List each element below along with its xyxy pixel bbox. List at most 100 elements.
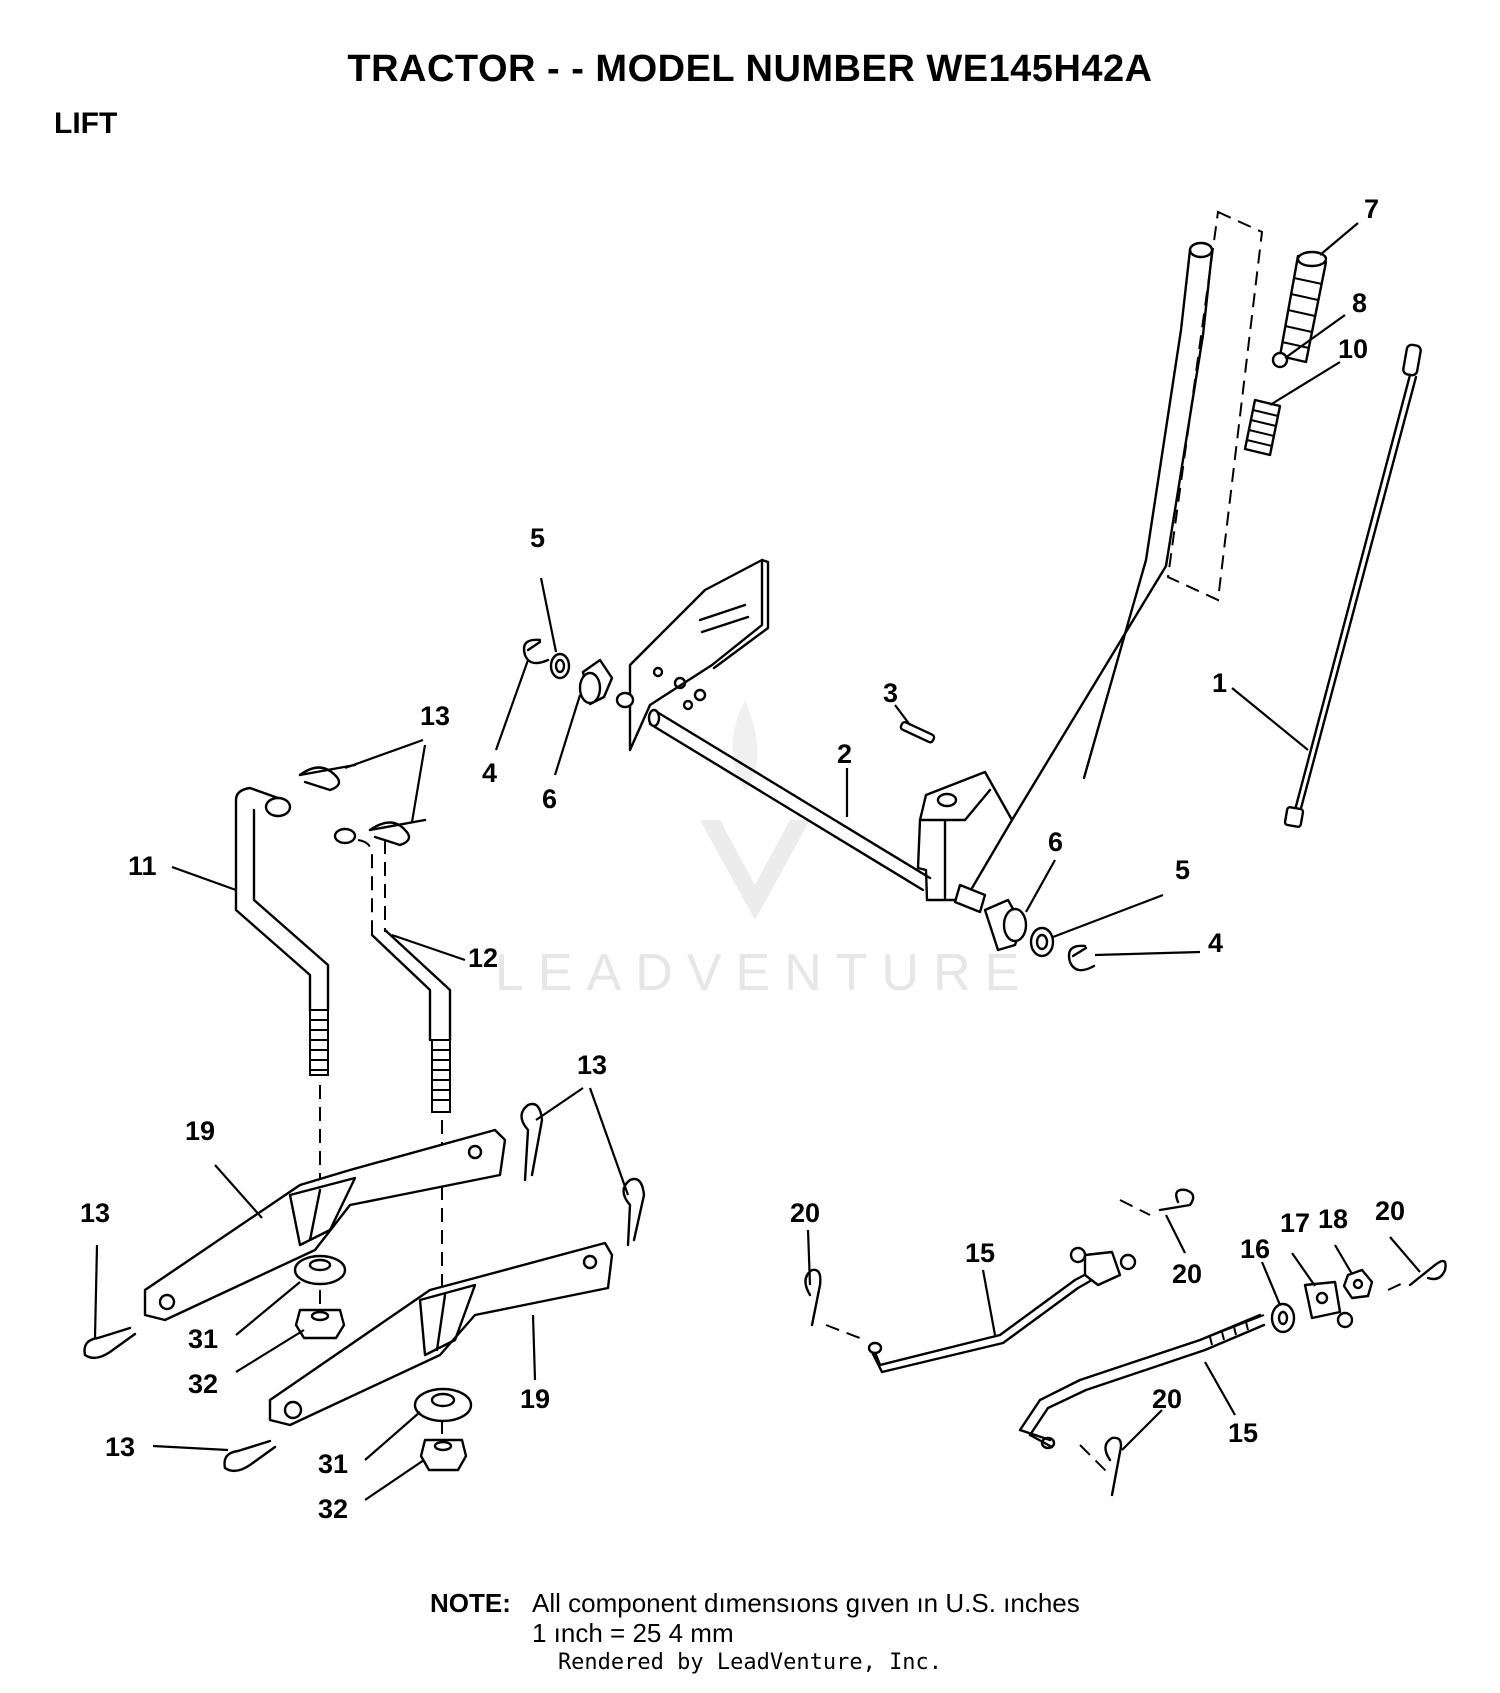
bracket-hole	[936, 792, 958, 808]
link-12-thread	[431, 1039, 451, 1113]
leader-15-upper	[981, 1269, 997, 1336]
arm-19-lower-hole-rear	[582, 1254, 598, 1270]
leader-16	[1260, 1261, 1282, 1306]
nut-32-upper-hole	[310, 1310, 330, 1322]
part-18-nut	[1342, 1268, 1374, 1300]
part-7-grip	[1278, 250, 1328, 364]
part-31-washer-upper	[293, 1254, 347, 1286]
clip-20-right	[1408, 1259, 1447, 1287]
callout-13-mid: 13	[577, 1050, 607, 1080]
part-10-spring	[1243, 398, 1282, 457]
watermark-text: LEADVENTURE	[495, 944, 1033, 1002]
arm-19-upper-body	[143, 1128, 507, 1322]
callout-13-top: 13	[420, 701, 450, 731]
clip-20-top	[1158, 1188, 1195, 1212]
note-line-1: All component dımensıons gıven ın U.S. ı…	[532, 1588, 1080, 1618]
page-title: TRACTOR - - MODEL NUMBER WE145H42A	[347, 48, 1153, 90]
plate-hole-2	[673, 676, 687, 690]
callout-31-lower: 31	[318, 1449, 348, 1479]
part-4-clip-right	[1067, 944, 1096, 972]
clip-13-bottom	[223, 1439, 277, 1473]
block-17-bolt	[1336, 1311, 1354, 1329]
part-16-washer	[1270, 1302, 1296, 1334]
plate-body	[628, 558, 764, 752]
leader-20-top	[1165, 1214, 1186, 1254]
part-6-bushing-left-face	[578, 671, 602, 705]
callout-20-top: 20	[1172, 1259, 1202, 1289]
leader-13-top-a	[344, 738, 424, 770]
leader-13-bottom	[152, 1444, 229, 1452]
lift-handle-top	[1188, 241, 1214, 259]
washer-31-lower-hole	[430, 1392, 456, 1408]
callout-17: 17	[1280, 1208, 1310, 1238]
watermark: LEADVENTURE	[495, 700, 1033, 1002]
hairpin-clips-13	[83, 763, 646, 1473]
part-19-lift-arm-lower	[268, 1241, 614, 1427]
part-11-lift-link	[234, 786, 330, 1076]
callout-19-lower: 19	[520, 1384, 550, 1414]
handle-phantom-outline	[1166, 210, 1264, 602]
arm-19-lower-hole-front	[283, 1400, 303, 1420]
leader-3	[894, 704, 911, 726]
leader-19-upper	[214, 1164, 263, 1219]
part-17-block	[1303, 1280, 1354, 1329]
leader-31-lower	[364, 1411, 421, 1461]
part-1-rod	[1283, 343, 1422, 828]
leader-20-right	[1389, 1236, 1421, 1273]
rod-15-lower-body	[1018, 1313, 1266, 1437]
dimension-note: NOTE: All component dımensıons gıven ın U…	[430, 1588, 1080, 1648]
part-15-rod-lower	[1018, 1313, 1266, 1450]
callout-20-right: 20	[1375, 1196, 1405, 1226]
leader-13-mid-a	[535, 1087, 584, 1121]
callout-11: 11	[128, 851, 157, 881]
block-17-hole	[1315, 1291, 1329, 1305]
clip-20-bottom	[1104, 1436, 1123, 1497]
callout-2: 2	[837, 739, 852, 769]
arm-19-upper-channel	[288, 1176, 357, 1247]
rod-15-upper-nut	[1069, 1246, 1087, 1264]
clip-13-top-2	[368, 818, 427, 847]
nut-18-body	[1342, 1268, 1374, 1300]
part-3-pin	[899, 720, 936, 744]
callout-5-left: 5	[530, 523, 545, 553]
rod-15-upper-end	[867, 1341, 883, 1355]
shaft-2-right-stub	[953, 883, 987, 914]
callout-13-left: 13	[80, 1198, 110, 1228]
callout-12: 12	[468, 943, 498, 973]
clip-13-mid-1	[520, 1102, 544, 1182]
note-label: NOTE:	[430, 1588, 511, 1618]
part-5-washer-left-hole	[554, 658, 566, 674]
callout-3: 3	[883, 678, 898, 708]
clip-13-top-1	[298, 763, 357, 792]
link-12-lower	[370, 928, 452, 1042]
washer-31-upper-hole	[308, 1258, 332, 1272]
leader-32-upper	[235, 1329, 305, 1373]
callout-15-upper: 15	[965, 1238, 995, 1268]
spring-10-body	[1243, 398, 1282, 457]
leader-13-left	[93, 1244, 99, 1339]
nut-18-hole	[1352, 1278, 1364, 1290]
rod-1-grip	[1402, 343, 1422, 377]
leader-12	[391, 933, 466, 962]
lift-handle	[916, 241, 1214, 902]
spring-10-coils	[1246, 409, 1279, 447]
part-6-bushing-right-face	[1002, 907, 1028, 943]
leader-6-left	[553, 694, 582, 776]
link-12-top	[333, 827, 357, 845]
callout-6-left: 6	[542, 784, 557, 814]
left-bushing-group	[522, 638, 614, 706]
watermark-flame	[732, 700, 758, 790]
callout-19-upper: 19	[185, 1116, 215, 1146]
leader-20-left	[806, 1229, 812, 1286]
plate-hole-4	[682, 699, 694, 711]
rod-15-upper-dash	[825, 1199, 1151, 1341]
link-12-upper-dashed	[357, 839, 386, 935]
leader-1	[1231, 687, 1309, 751]
leader-6-right	[1025, 859, 1056, 913]
callout-31-upper: 31	[188, 1324, 218, 1354]
part-32-nut-lower	[419, 1438, 468, 1472]
part-32-nut-upper	[294, 1308, 346, 1340]
leader-17	[1291, 1252, 1316, 1287]
leader-5-left	[539, 577, 558, 653]
rod-15-lower-dash	[1079, 1444, 1111, 1476]
